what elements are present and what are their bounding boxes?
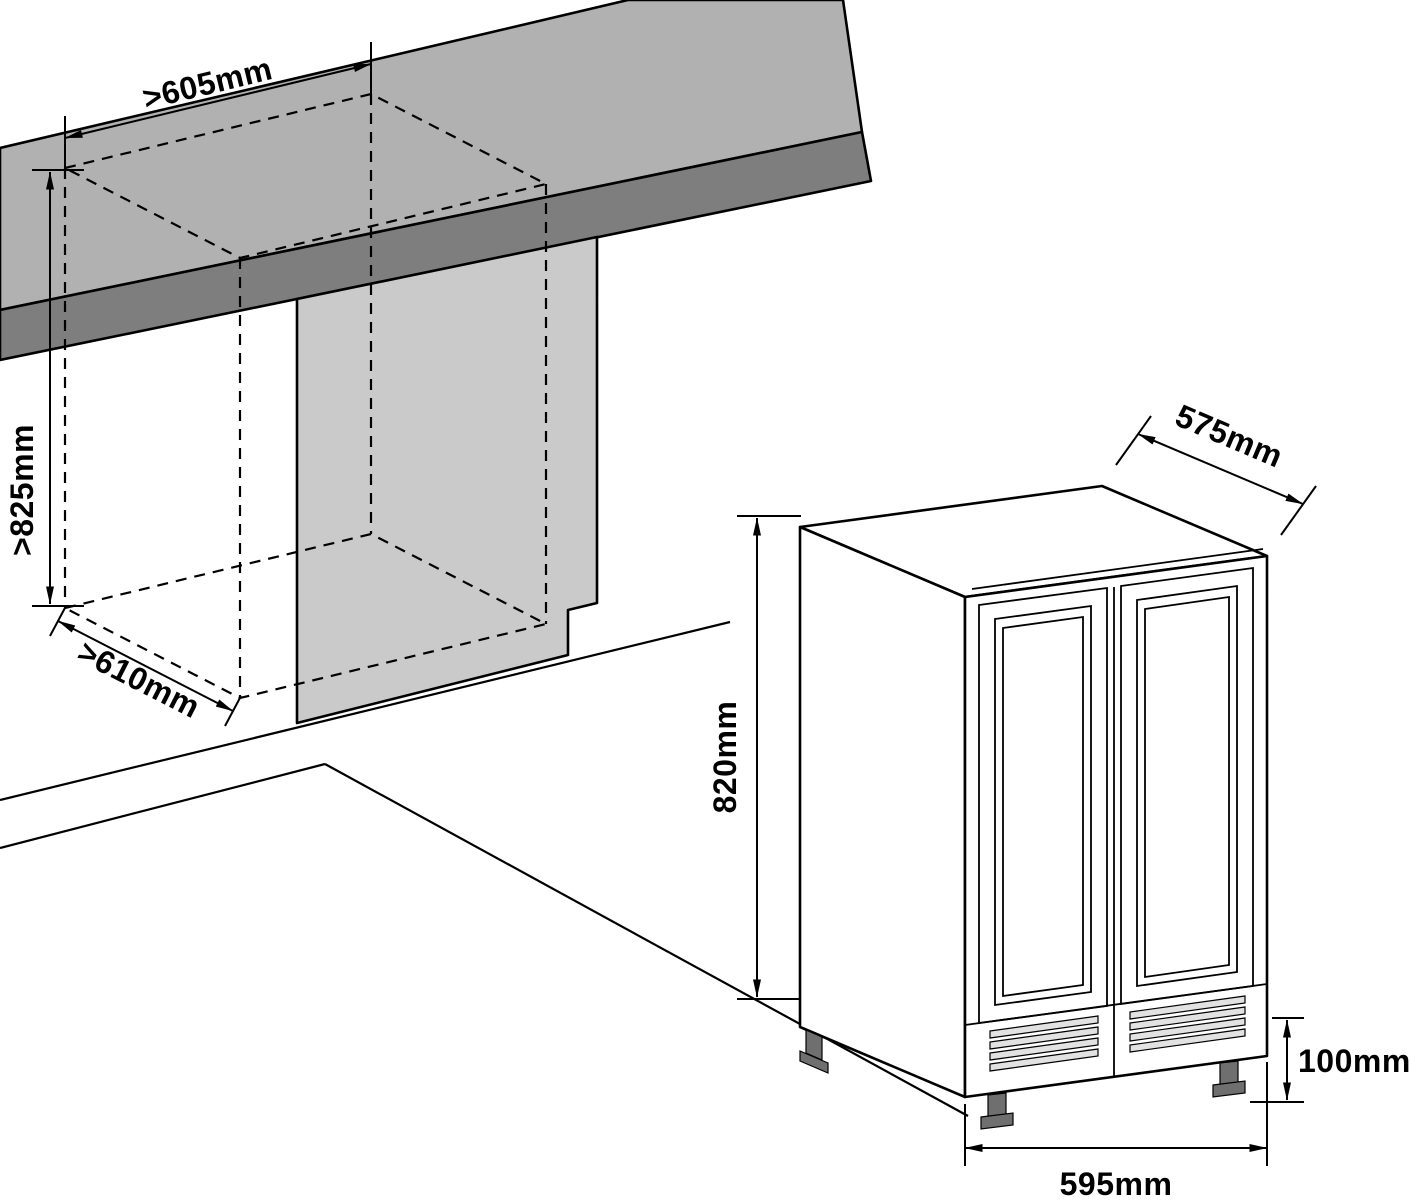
unit-width-dimension: 595mm <box>964 1062 1268 1200</box>
floor-diagonal-line <box>324 763 969 1117</box>
cabinet-side-panel <box>295 235 599 725</box>
wine-cooler: 820mm 575mm 100mm 595mm <box>707 397 1410 1200</box>
unit-base-height-label: 100mm <box>1298 1043 1410 1079</box>
unit-base-height-dimension: 100mm <box>1250 1017 1410 1103</box>
vent-slat <box>989 1048 1099 1072</box>
cooler-top-front-line <box>971 548 1264 590</box>
cooler-foot-base <box>1212 1080 1246 1098</box>
vent-slat <box>1129 1028 1246 1053</box>
door-left-glass <box>1002 615 1084 998</box>
countertop-surface <box>0 0 864 312</box>
vent-slat <box>989 1026 1099 1050</box>
vent-slat <box>1129 1017 1246 1042</box>
door-right-glass <box>1144 595 1230 979</box>
floor-line-back <box>0 620 731 802</box>
niche-height-label: >825mm <box>4 424 40 556</box>
vent-slat <box>989 1015 1099 1039</box>
unit-width-label: 595mm <box>1060 1166 1173 1200</box>
unit-height-dimension: 820mm <box>707 515 801 1000</box>
cooler-foot-base <box>799 1050 829 1074</box>
niche-bottom-outline <box>61 532 550 700</box>
vent-slat <box>989 1037 1099 1061</box>
door-right-glass-frame <box>1136 584 1238 988</box>
kick-plate-line <box>964 983 1268 1026</box>
unit-height-label: 820mm <box>707 701 743 814</box>
cooler-front-face <box>963 554 1269 1099</box>
cooler-side-face <box>798 525 967 1099</box>
kitchen-niche: >605mm >825mm >610mm <box>0 0 969 1117</box>
vent-slat <box>1129 995 1246 1020</box>
door-left-glass-frame <box>994 604 1092 1007</box>
floor-line-front <box>0 762 326 850</box>
countertop-front-edge <box>0 130 873 362</box>
niche-depth-dimension: >610mm <box>49 605 242 727</box>
unit-depth-label: 575mm <box>1170 397 1288 474</box>
cooler-foot-base <box>980 1112 1014 1130</box>
vent-slat <box>1129 1006 1246 1031</box>
niche-height-dimension: >825mm <box>4 169 84 607</box>
